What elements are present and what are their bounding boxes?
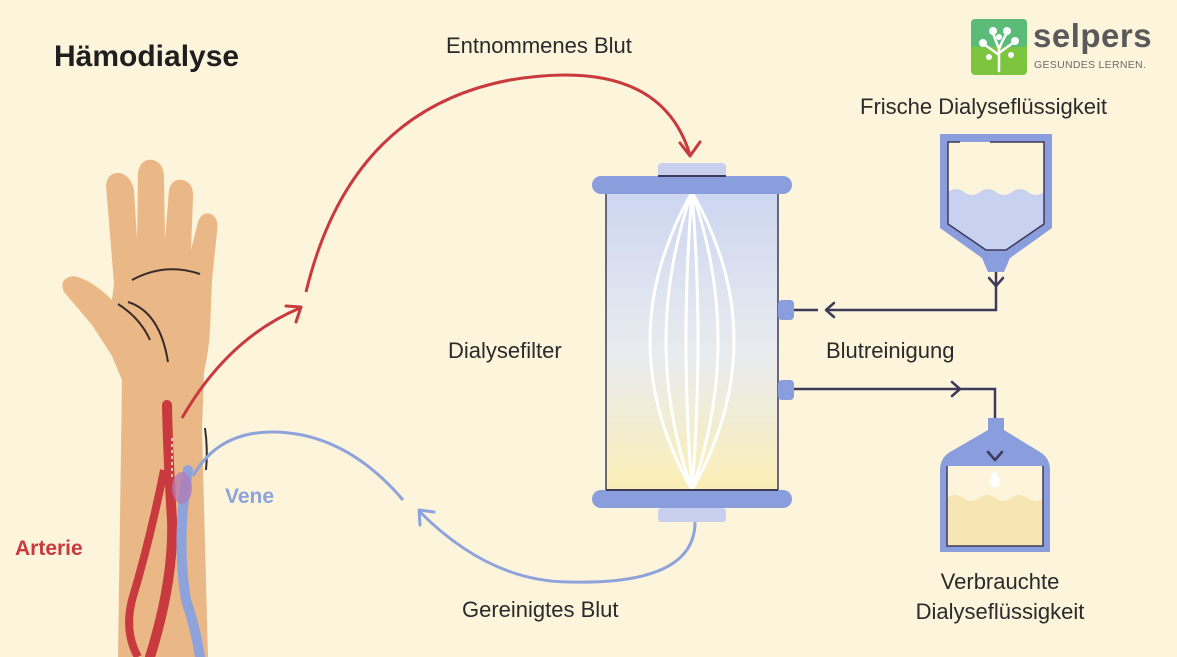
vein-return-line <box>191 430 405 501</box>
cleaned-blood-label: Gereinigtes Blut <box>462 597 619 622</box>
diagram-title: Hämodialyse <box>54 40 240 73</box>
cleaned-blood-line <box>418 510 697 584</box>
filter-outlet-port <box>778 380 794 400</box>
used-fluid-level <box>947 495 1043 546</box>
wrist-line <box>204 427 208 471</box>
fresh-fluid-line <box>828 272 998 312</box>
palm-crease-2 <box>117 303 151 341</box>
arm-illustration <box>62 159 218 657</box>
fresh-fluid-level <box>948 189 1044 250</box>
fresh-fluid-arrowhead-left <box>824 301 836 319</box>
filter-body <box>606 192 778 490</box>
fresh-fluid-container <box>940 134 1052 272</box>
dialysis-filter <box>592 163 794 522</box>
dialysis-filter-label: Dialysefilter <box>448 338 562 363</box>
artery-label: Arterie <box>15 537 83 560</box>
filter-bottom-nozzle <box>658 508 726 522</box>
used-fluid-label: Verbrauchte Dialyseflüssigkeit <box>915 569 1085 624</box>
withdrawn-blood-arrowhead-1 <box>284 304 303 324</box>
used-fluid-drop <box>990 470 1000 487</box>
filter-bottom-cap <box>592 490 792 508</box>
used-fluid-arrowhead-down <box>986 450 1004 462</box>
logo-wordmark: selpers <box>1033 17 1153 54</box>
palm-crease-3 <box>127 301 169 363</box>
fresh-fluid-label: Frische Dialyseflüssigkeit <box>860 94 1107 119</box>
used-fluid-arrowhead-right <box>950 380 962 398</box>
tree-icon <box>971 19 1027 75</box>
fresh-fluid-arrowhead-down <box>987 276 1005 288</box>
withdrawn-blood-label: Entnommenes Blut <box>446 33 632 58</box>
cleaned-blood-arrowhead <box>417 508 436 527</box>
palm-crease-1 <box>131 268 201 281</box>
artery-vessel <box>145 400 178 657</box>
used-fluid-container <box>940 418 1050 552</box>
logo-tagline: GESUNDES LERNEN. <box>1034 59 1147 71</box>
withdrawn-blood-arrowhead-2 <box>678 140 702 158</box>
filter-top-cap <box>592 176 792 194</box>
artery-branch <box>125 469 168 657</box>
shunt-connection <box>172 472 192 504</box>
vein-vessel <box>176 465 205 657</box>
withdrawn-blood-arrow-lower <box>180 306 301 419</box>
filter-fibers <box>648 191 736 491</box>
selpers-logo[interactable]: selpers GESUNDES LERNEN. <box>971 17 1166 75</box>
blood-cleaning-label: Blutreinigung <box>826 338 955 363</box>
filter-inlet-port <box>778 300 794 320</box>
vein-label: Vene <box>225 485 275 508</box>
withdrawn-blood-arrow-upper <box>304 73 692 293</box>
used-container-outline <box>946 466 1044 547</box>
fresh-container-outline <box>947 141 1045 251</box>
